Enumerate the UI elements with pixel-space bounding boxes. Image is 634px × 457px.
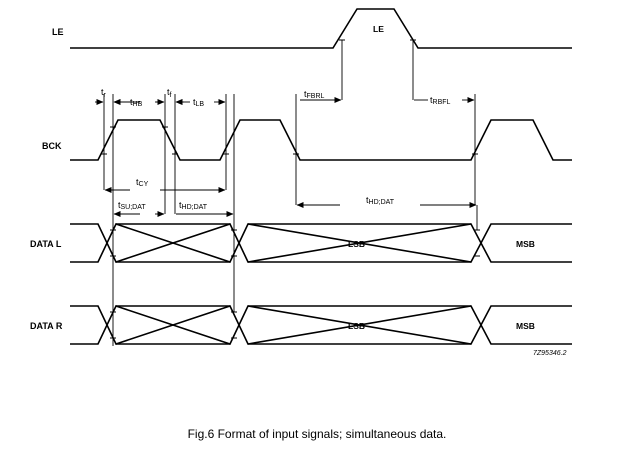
- bck-waveform: [70, 119, 572, 161]
- signal-label-data-l: DATA L: [30, 239, 62, 249]
- label-tcy: tCY: [136, 177, 149, 188]
- le-pulse-label: LE: [373, 24, 384, 34]
- figure-caption: Fig.6 Format of input signals; simultane…: [187, 427, 447, 441]
- label-tsudat: tSU;DAT: [118, 200, 146, 211]
- label-thddat-2: tHD;DAT: [366, 195, 395, 206]
- signal-label-le: LE: [52, 27, 64, 37]
- data-l-lsb-label: LSB: [348, 239, 365, 249]
- timing-labels: tr tHB tf tLB tFBRL tRBFL tCY tSU;DAT tH…: [101, 87, 451, 211]
- label-tfbrl: tFBRL: [304, 89, 325, 100]
- data-r-waveform: [70, 305, 572, 345]
- label-tlb: tLB: [193, 97, 204, 108]
- data-l-msb-label: MSB: [516, 239, 535, 249]
- crossing-ticks: [101, 39, 480, 339]
- timing-arrows: [95, 97, 477, 217]
- reference-lines: [103, 40, 478, 346]
- signal-label-bck: BCK: [42, 141, 62, 151]
- label-trbfl: tRBFL: [430, 95, 451, 106]
- label-tr: tr: [101, 87, 107, 99]
- label-tf: tf: [167, 87, 172, 99]
- le-waveform: [70, 8, 572, 49]
- data-r-lsb-label: LSB: [348, 321, 365, 331]
- label-thb: tHB: [130, 97, 143, 108]
- data-l-waveform: [70, 223, 572, 263]
- signal-label-data-r: DATA R: [30, 321, 63, 331]
- data-r-msb-label: MSB: [516, 321, 535, 331]
- label-thddat: tHD;DAT: [179, 200, 208, 211]
- figure-reference: 7Z95346.2: [533, 350, 567, 357]
